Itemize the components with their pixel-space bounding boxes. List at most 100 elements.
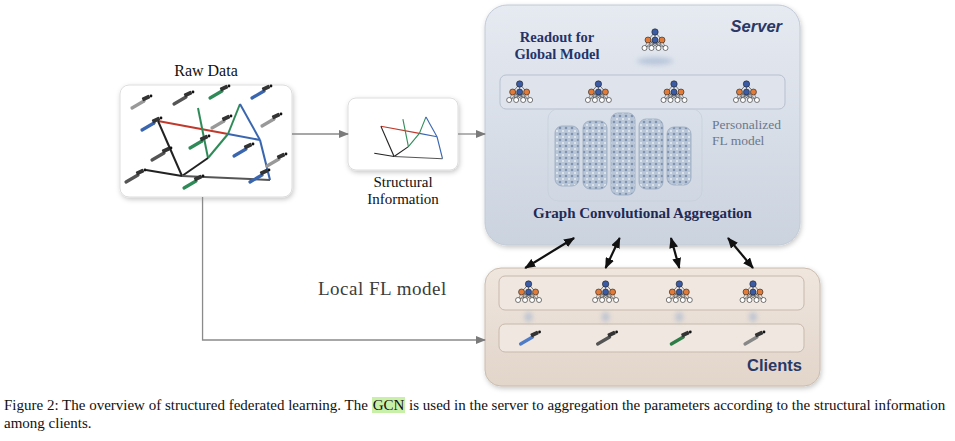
net-unit	[642, 46, 647, 51]
pole	[234, 149, 246, 156]
net-unit	[517, 89, 523, 95]
road-line	[198, 108, 208, 158]
net-unit	[676, 289, 682, 295]
camera-lens	[538, 331, 541, 334]
clients-panel: Clients	[485, 268, 820, 386]
model-band	[499, 276, 804, 310]
net-unit	[666, 298, 671, 303]
net-unit	[671, 81, 677, 87]
road-line	[426, 117, 437, 137]
net-unit	[588, 89, 594, 95]
net-unit	[680, 298, 685, 303]
camera-icon	[142, 94, 151, 101]
gcn-layer-bar	[555, 126, 579, 186]
raw-data-frame	[120, 85, 292, 197]
net-unit	[599, 98, 604, 103]
camera-lens	[763, 331, 766, 334]
net-unit	[516, 298, 521, 303]
net-unit	[683, 289, 689, 295]
text-holder: Personalized FL model	[712, 117, 786, 148]
net-unit	[740, 98, 745, 103]
raw-data-box: Raw Data	[120, 60, 292, 197]
pole	[671, 337, 683, 344]
net-unit	[743, 89, 749, 95]
net-unit	[507, 98, 512, 103]
network-icon	[733, 81, 759, 103]
pole	[212, 121, 224, 128]
pole	[745, 337, 757, 344]
camera-lens	[144, 169, 147, 172]
net-unit	[602, 281, 608, 287]
double-arrow	[671, 238, 679, 268]
net-unit	[600, 298, 605, 303]
camera-icon	[681, 330, 690, 337]
net-unit	[519, 289, 525, 295]
figure-caption: Figure 2: The overview of structured fed…	[4, 396, 949, 433]
net-unit	[523, 298, 528, 303]
camera-lens	[170, 147, 173, 150]
net-unit	[595, 81, 601, 87]
net-unit	[668, 98, 673, 103]
network-icon	[585, 81, 611, 103]
net-unit	[652, 29, 658, 35]
text-holder: Raw Data	[120, 62, 292, 80]
gcn-aggregation-area: Personalized FL modelGraph Convolutional…	[500, 113, 785, 238]
net-unit	[602, 89, 608, 95]
net-unit	[607, 298, 612, 303]
glow	[602, 312, 610, 322]
road-line	[208, 134, 228, 158]
camera-icon	[152, 116, 161, 123]
road-line	[408, 133, 419, 146]
camera-icon	[607, 330, 616, 337]
gcn-layer-bar	[611, 113, 635, 195]
text-holder: Structural Information	[342, 174, 464, 209]
pole	[132, 101, 144, 108]
camera-lens	[280, 113, 283, 116]
camera-icon	[260, 168, 269, 175]
net-unit	[757, 289, 763, 295]
server-panel: ServerReadout for Global ModelPersonaliz…	[485, 5, 800, 245]
camera-icon	[136, 168, 145, 175]
camera-lens	[230, 115, 233, 118]
net-unit	[596, 289, 602, 295]
net-unit	[585, 98, 590, 103]
net-unit	[687, 298, 692, 303]
road-line	[146, 170, 182, 176]
net-unit	[750, 289, 756, 295]
net-unit	[521, 98, 526, 103]
road-line	[240, 104, 260, 140]
pole	[250, 175, 262, 182]
double-arrow	[606, 238, 620, 268]
network-icon	[507, 81, 533, 103]
network-icon	[593, 281, 619, 303]
road-line	[158, 121, 182, 176]
double-arrow	[525, 238, 574, 268]
glow	[525, 312, 533, 322]
highlight: GCN	[372, 397, 406, 413]
text-holder: Readout for Global Model	[499, 29, 615, 62]
structural-info-frame	[348, 98, 458, 170]
pole	[210, 91, 222, 98]
net-unit	[516, 81, 522, 87]
road-line	[419, 133, 437, 136]
net-unit	[761, 298, 766, 303]
gcn-layer-bar	[667, 127, 691, 185]
camera-icon	[262, 84, 271, 91]
camera-icon	[530, 330, 539, 337]
net-unit	[603, 289, 609, 295]
net-unit	[743, 81, 749, 87]
net-unit	[530, 298, 535, 303]
road-line	[374, 153, 394, 156]
net-unit	[537, 298, 542, 303]
camera-icon	[162, 146, 171, 153]
road-line	[381, 126, 420, 133]
camera-lens	[285, 153, 288, 156]
road-line	[394, 157, 442, 159]
node-text: Server	[692, 17, 782, 36]
pole	[521, 337, 533, 344]
raw-data-graph	[126, 84, 287, 188]
gcn-layer-bar	[639, 119, 663, 189]
